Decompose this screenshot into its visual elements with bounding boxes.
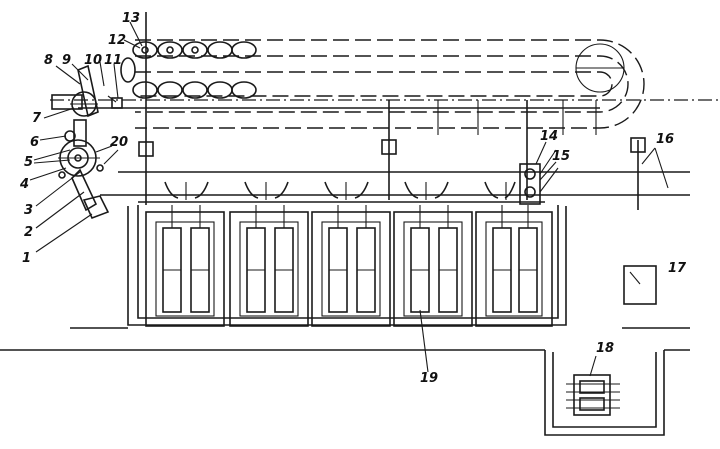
label-13: 13 (122, 11, 140, 26)
label-14: 14 (540, 129, 558, 144)
floor-outline (0, 327, 690, 436)
label-8: 8 (44, 53, 53, 68)
label-7: 7 (32, 111, 42, 126)
label-20: 20 (110, 135, 128, 150)
label-3: 3 (24, 203, 33, 218)
annealing-unit (393, 205, 473, 327)
label-5: 5 (24, 155, 33, 170)
label-9: 9 (62, 53, 71, 68)
callout-labels: 1 2 3 4 5 6 7 8 9 10 11 12 13 14 15 16 1… (19, 11, 687, 386)
overhead-conveyor (135, 39, 645, 129)
control-cabinet (623, 265, 657, 305)
label-15: 15 (552, 149, 570, 164)
label-6: 6 (30, 135, 39, 150)
conveyor-carriers-upper (132, 41, 257, 59)
leader-lines (29, 21, 669, 377)
annealing-units (127, 205, 567, 327)
annealing-unit (475, 205, 553, 327)
label-2: 2 (24, 225, 33, 240)
label-4: 4 (19, 177, 29, 192)
annealing-unit (311, 205, 391, 327)
label-16: 16 (656, 132, 674, 147)
trolley (519, 149, 559, 205)
annealing-unit (229, 205, 309, 327)
annealing-unit (145, 205, 225, 327)
label-19: 19 (420, 371, 438, 386)
label-18: 18 (596, 341, 614, 356)
label-17: 17 (668, 261, 687, 276)
pit-unit (566, 374, 620, 416)
label-11: 11 (104, 53, 122, 68)
label-1: 1 (22, 251, 31, 266)
conveyor-carriers-lower (120, 57, 257, 99)
crane-rails (50, 99, 720, 203)
label-12: 12 (108, 33, 126, 48)
crane-hooks (164, 181, 516, 200)
hoist-boxes (111, 97, 646, 157)
loading-mechanism (51, 64, 117, 220)
label-10: 10 (84, 53, 102, 68)
